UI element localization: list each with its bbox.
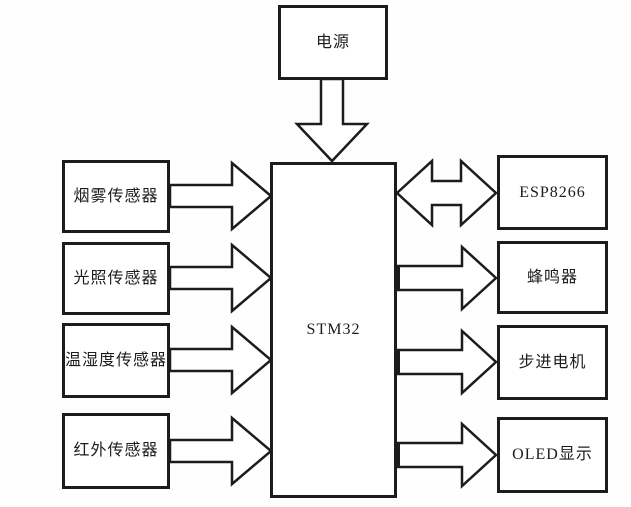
block-stepper-motor: 步进电机 <box>497 325 608 400</box>
block-power-label: 电源 <box>315 33 350 51</box>
arrow-infrared-to-stm32 <box>168 415 273 487</box>
block-oled-display: OLED显示 <box>497 417 608 493</box>
arrow-stm32-to-buzzer <box>395 244 498 312</box>
block-esp8266-label: ESP8266 <box>519 183 586 201</box>
block-infrared-sensor-label: 红外传感器 <box>73 442 159 460</box>
arrow-stm32-esp8266-bidirectional <box>395 158 498 228</box>
arrow-stm32-to-oled <box>395 421 498 489</box>
arrow-temp-humidity-to-stm32 <box>168 324 273 396</box>
block-stm32: STM32 <box>270 162 397 498</box>
arrow-power-to-stm32 <box>294 77 370 163</box>
arrow-light-to-stm32 <box>168 242 273 314</box>
block-smoke-sensor: 烟雾传感器 <box>62 160 170 233</box>
block-esp8266: ESP8266 <box>497 155 608 230</box>
block-light-sensor: 光照传感器 <box>62 242 170 315</box>
block-light-sensor-label: 光照传感器 <box>73 269 159 287</box>
block-smoke-sensor-label: 烟雾传感器 <box>73 187 159 205</box>
block-power: 电源 <box>278 5 388 80</box>
block-stm32-label: STM32 <box>306 321 361 339</box>
block-buzzer: 蜂鸣器 <box>497 241 608 314</box>
arrow-stm32-to-stepper <box>395 328 498 396</box>
block-temp-humidity-sensor: 温湿度传感器 <box>62 323 170 398</box>
arrow-smoke-to-stm32 <box>168 160 273 232</box>
block-buzzer-label: 蜂鸣器 <box>526 268 578 286</box>
block-temp-humidity-sensor-label: 温湿度传感器 <box>65 351 168 369</box>
block-oled-display-label: OLED显示 <box>512 446 593 464</box>
block-stepper-motor-label: 步进电机 <box>518 353 587 371</box>
block-infrared-sensor: 红外传感器 <box>62 413 170 489</box>
